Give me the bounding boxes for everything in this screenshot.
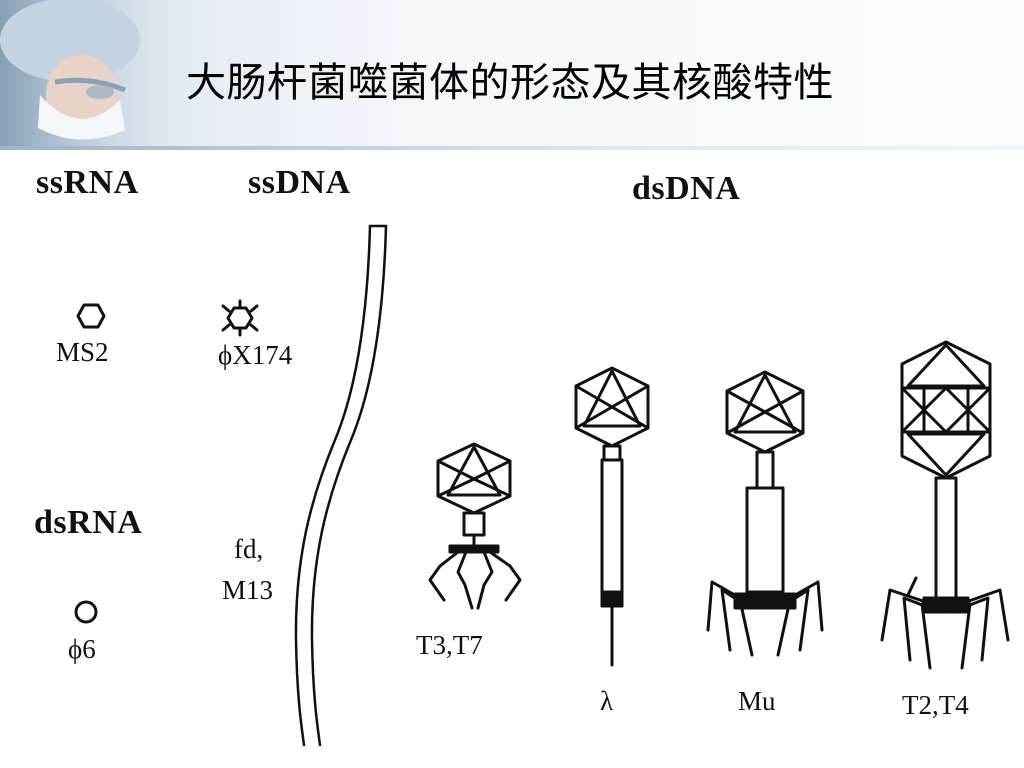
label-t3-t7: T3,T7	[416, 630, 483, 660]
label-dsdna: dsDNA	[632, 170, 741, 207]
slide-title: 大肠杆菌噬菌体的形态及其核酸特性	[186, 60, 834, 106]
label-phi6: ϕ6	[68, 634, 96, 664]
header-divider	[0, 146, 1024, 150]
phi6-capsid	[74, 600, 98, 624]
label-m13: M13	[222, 575, 274, 605]
surgeon-photo	[0, 0, 200, 150]
t2-t4-phage	[880, 340, 1010, 670]
label-mu: Mu	[738, 686, 776, 716]
label-ssdna: ssDNA	[248, 164, 351, 201]
fd-m13-filament	[294, 224, 388, 747]
ms2-capsid	[76, 303, 106, 329]
label-fd: fd,	[234, 534, 264, 564]
slide-header: 大肠杆菌噬菌体的形态及其核酸特性	[0, 0, 1024, 150]
phix174-capsid	[221, 299, 259, 337]
mu-phage	[706, 370, 824, 657]
label-ms2: MS2	[56, 337, 109, 367]
t3-t7-phage	[428, 442, 522, 610]
label-phix174: ϕX174	[218, 340, 293, 370]
label-lambda: λ	[600, 686, 614, 716]
label-ssrna: ssRNA	[36, 164, 139, 201]
label-dsrna: dsRNA	[34, 504, 143, 541]
label-t2-t4: T2,T4	[902, 690, 969, 720]
lambda-phage	[574, 366, 650, 667]
